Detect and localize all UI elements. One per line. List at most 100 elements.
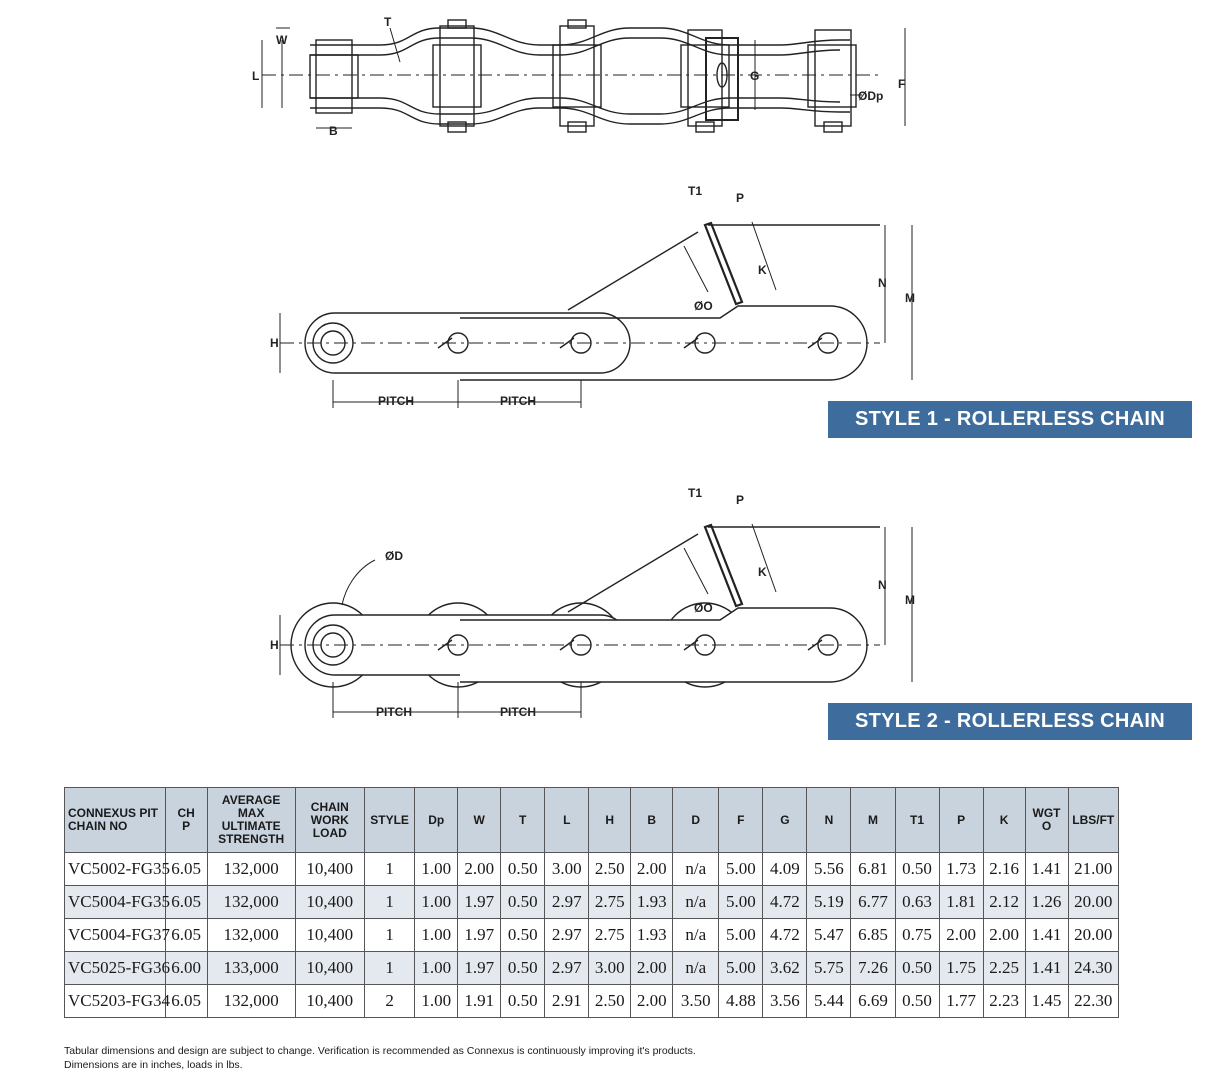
style1-banner: STYLE 1 - ROLLERLESS CHAIN (828, 401, 1192, 438)
table-cell: 0.50 (500, 951, 546, 985)
dim-dp-label: ØDp (858, 89, 883, 103)
table-cell: 2.97 (544, 918, 590, 952)
table-cell: 1 (363, 918, 416, 952)
table-cell: 2.25 (982, 951, 1026, 985)
table-cell: 4.09 (762, 852, 808, 886)
chain-no-cell: VC5203-FG34 (64, 984, 170, 1018)
table-header-cell: W (457, 787, 502, 853)
table-cell: 6.05 (164, 984, 208, 1018)
table-header-cell: T1 (894, 787, 940, 853)
table-cell: 6.69 (850, 984, 896, 1018)
table-cell: 1.77 (938, 984, 984, 1018)
style2-drawing (279, 523, 913, 718)
table-cell: 3.00 (588, 951, 632, 985)
table-cell: 2.50 (588, 852, 632, 886)
dim-b-label: B (329, 124, 338, 138)
table-cell: 2.00 (630, 852, 674, 886)
chain-drawings: W T L B G ØDp F T1 P K N M ØO H PITCH PI… (252, 15, 915, 719)
table-cell: 22.30 (1067, 984, 1120, 1018)
table-cell: 1.00 (414, 918, 459, 952)
table-cell: 3.00 (544, 852, 590, 886)
header-line: P (182, 819, 191, 833)
table-cell: n/a (672, 885, 720, 919)
table-cell: 5.56 (806, 852, 852, 886)
table-cell: 1.41 (1024, 918, 1069, 952)
table-cell: 2.00 (938, 918, 984, 952)
chain-no-cell: VC5004-FG37 (64, 918, 170, 952)
table-header-cell: LBS/FT (1067, 787, 1120, 853)
s1-t1-label: T1 (688, 184, 702, 198)
table-cell: 1.73 (938, 852, 984, 886)
header-line: H (605, 812, 615, 827)
header-line: CHAIN NO (68, 819, 128, 833)
header-line: STYLE (370, 812, 409, 827)
table-cell: 2.97 (544, 951, 590, 985)
top-view-drawing (261, 19, 906, 133)
table-cell: 0.50 (894, 984, 940, 1018)
table-cell: 2.50 (588, 984, 632, 1018)
dim-w-label: W (276, 33, 288, 47)
header-line: G (780, 812, 790, 827)
table-cell: 5.75 (806, 951, 852, 985)
s2-d-label: ØD (385, 549, 403, 563)
table-cell: 7.26 (850, 951, 896, 985)
s1-n-label: N (878, 276, 887, 290)
table-cell: 5.44 (806, 984, 852, 1018)
table-cell: 3.56 (762, 984, 808, 1018)
table-cell: 3.50 (672, 984, 720, 1018)
table-cell: 10,400 (294, 984, 365, 1018)
header-line: F (737, 812, 745, 827)
table-cell: 2.97 (544, 885, 590, 919)
table-cell: 5.00 (718, 885, 764, 919)
table-cell: 24.30 (1067, 951, 1120, 985)
header-line: CH (177, 806, 195, 820)
s2-pitch-label-1: PITCH (376, 705, 412, 719)
table-cell: 6.05 (164, 918, 208, 952)
table-cell: n/a (672, 918, 720, 952)
s1-h-label: H (270, 336, 279, 350)
table-cell: 1.00 (414, 852, 459, 886)
header-line: W (473, 812, 485, 827)
table-cell: 5.00 (718, 951, 764, 985)
table-cell: 6.81 (850, 852, 896, 886)
s1-o-label: ØO (694, 299, 713, 313)
header-line: N (824, 812, 834, 827)
table-header-cell: F (718, 787, 764, 853)
chain-no-cell: VC5002-FG35 (64, 852, 170, 886)
s2-o-label: ØO (694, 601, 713, 615)
table-cell: 10,400 (294, 918, 365, 952)
table-header-cell: T (500, 787, 546, 853)
table-cell: 0.50 (500, 885, 546, 919)
table-cell: 132,000 (206, 885, 296, 919)
footnote-line-2: Dimensions are in inches, loads in lbs. (64, 1059, 243, 1071)
table-cell: 2.16 (982, 852, 1026, 886)
table-cell: 6.05 (164, 852, 208, 886)
table-cell: 3.62 (762, 951, 808, 985)
table-cell: 1.97 (457, 885, 502, 919)
table-cell: 1.91 (457, 984, 502, 1018)
dim-l-label: L (252, 69, 259, 83)
table-cell: 1.93 (630, 885, 674, 919)
header-line: P (957, 812, 966, 827)
header-line: CHAIN (310, 799, 349, 814)
s2-t1-label: T1 (688, 486, 702, 500)
header-line: STRENGTH (218, 832, 285, 846)
table-cell: 21.00 (1067, 852, 1120, 886)
header-line: T (519, 812, 527, 827)
header-line: WORK (310, 812, 349, 827)
table-cell: 2.91 (544, 984, 590, 1018)
table-cell: 1 (363, 951, 416, 985)
footnote: Tabular dimensions and design are subjec… (64, 1044, 696, 1072)
style2-banner: STYLE 2 - ROLLERLESS CHAIN (828, 703, 1192, 740)
table-cell: 2.75 (588, 885, 632, 919)
table-cell: 1.97 (457, 918, 502, 952)
table-header-cell: G (762, 787, 808, 853)
table-cell: 1.41 (1024, 951, 1069, 985)
table-cell: 2 (363, 984, 416, 1018)
